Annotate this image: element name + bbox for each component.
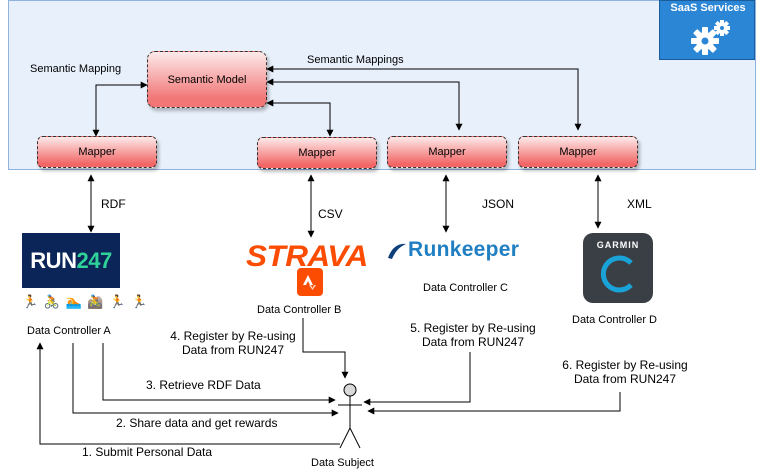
saas-services-badge: SaaS Services	[659, 0, 755, 60]
controller-b-label: Data Controller B	[257, 304, 342, 316]
mapper-c: Mapper	[387, 136, 507, 168]
format-rdf: RDF	[101, 197, 126, 211]
step-2-label: 2. Share data and get rewards	[116, 416, 278, 430]
format-json: JSON	[482, 197, 515, 211]
garmin-ring-icon	[600, 255, 633, 293]
semantic-mappings-label: Semantic Mappings	[307, 54, 404, 66]
semantic-model-label: Semantic Model	[167, 73, 247, 86]
sport-icons: 🏃 🚴 🏊 🚵 🏃 🏃	[22, 294, 149, 309]
semantic-model-node: Semantic Model	[147, 51, 267, 108]
step-3-label: 3. Retrieve RDF Data	[146, 378, 261, 392]
garmin-logo: GARMIN	[583, 233, 653, 303]
strava-arrow-icon	[297, 268, 323, 296]
controller-d-label: Data Controller D	[572, 314, 657, 326]
runkeeper-swoosh-icon	[388, 243, 406, 259]
gear-icon	[691, 20, 730, 55]
strava-logo: STRAVA	[246, 240, 368, 273]
controller-a-label: Data Controller A	[27, 325, 111, 337]
semantic-mapping-label: Semantic Mapping	[30, 63, 122, 75]
controller-c-label: Data Controller C	[423, 282, 508, 294]
mapper-b: Mapper	[257, 137, 377, 169]
saas-services-title: SaaS Services	[670, 2, 746, 14]
runkeeper-logo: Runkeeper	[408, 238, 520, 261]
data-subject-label: Data Subject	[311, 457, 374, 469]
step-1-label: 1. Submit Personal Data	[82, 445, 213, 459]
mapper-a: Mapper	[37, 136, 157, 168]
format-xml: XML	[627, 197, 652, 211]
format-csv: CSV	[318, 207, 343, 221]
mapper-d: Mapper	[518, 136, 638, 168]
garmin-text: GARMIN	[596, 240, 640, 250]
